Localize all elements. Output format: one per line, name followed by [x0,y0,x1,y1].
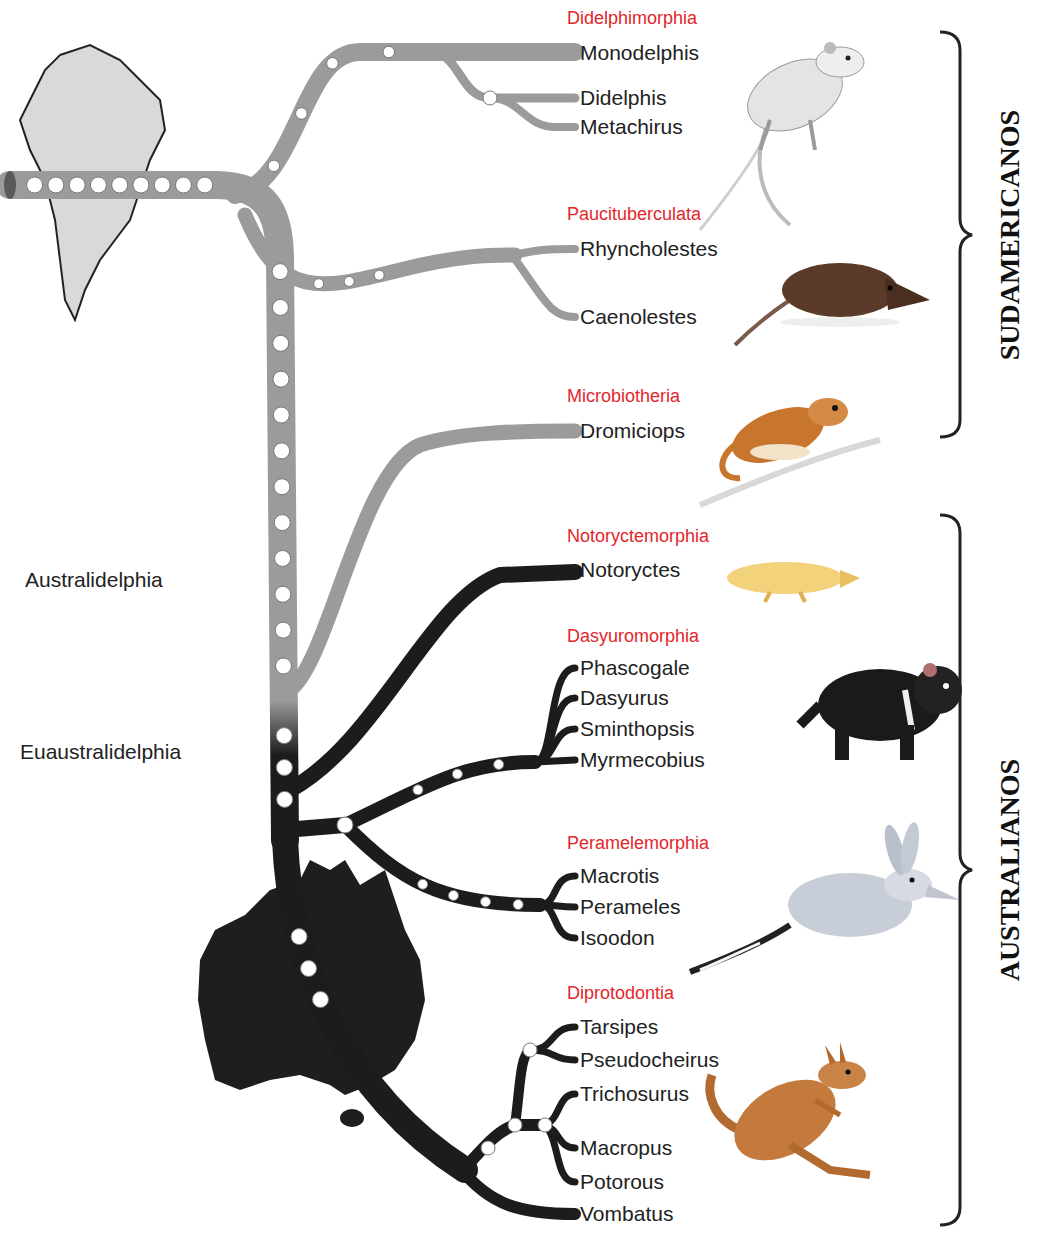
synapomorphy-dot [327,58,339,70]
genus-label: Vombatus [580,1202,673,1226]
synapomorphy-dot [448,890,458,900]
synapomorphy-dot [291,929,307,945]
opossum-illustration [700,42,864,230]
synapomorphy-dot [275,622,291,638]
bilby-illustration [690,821,960,972]
monito-del-monte-illustration [700,396,880,505]
synapomorphy-dot [513,900,523,910]
shrew-opossum-illustration [735,263,930,345]
order-label: Diprotodontia [567,983,674,1004]
synapomorphy-dot [27,177,43,193]
synapomorphy-dot [296,108,308,120]
synapomorphy-dot [276,760,292,776]
synapomorphy-dot [374,270,384,280]
genus-label: Myrmecobius [580,748,705,772]
synapomorphy-dot [175,177,191,193]
synapomorphy-dot [481,897,491,907]
genus-label: Pseudocheirus [580,1048,719,1072]
synapomorphy-dot [48,177,64,193]
genus-label: Isoodon [580,926,655,950]
synapomorphy-dot [344,276,354,286]
synapomorphy-dot [90,177,106,193]
synapomorphy-dot [268,160,280,172]
clade-label: Euaustralidelphia [20,740,181,764]
synapomorphy-dot [452,769,462,779]
kangaroo-illustration [710,1042,870,1177]
synapomorphy-dot [273,335,289,351]
order-label: Peramelemorphia [567,833,709,854]
synapomorphy-dot [276,658,292,674]
synapomorphy-dot [272,264,288,280]
order-label: Dasyuromorphia [567,626,699,647]
synapomorphy-dot [301,960,317,976]
genus-label: Metachirus [580,115,683,139]
group-label: AUSTRALIANOS [994,759,1026,982]
clade-label: Australidelphia [25,568,163,592]
genus-label: Monodelphis [580,41,699,65]
genus-label: Tarsipes [580,1015,658,1039]
synapomorphy-dots [27,46,552,1155]
synapomorphy-dot [314,279,324,289]
south-america-map [20,45,165,320]
order-label: Paucituberculata [567,204,701,225]
synapomorphy-dot [418,879,428,889]
genus-label: Potorous [580,1170,664,1194]
genus-label: Macropus [580,1136,672,1160]
synapomorphy-dot [274,515,290,531]
tree-branches [4,52,575,1214]
genus-label: Dromiciops [580,419,685,443]
synapomorphy-dot [274,443,290,459]
tasmanian-devil-illustration [800,663,962,760]
tasmania-map [340,1109,364,1127]
synapomorphy-dot [312,992,328,1008]
group-label: SUDAMERICANOS [994,110,1026,360]
genus-label: Dasyurus [580,686,669,710]
synapomorphy-dot [413,785,423,795]
synapomorphy-dot [275,586,291,602]
synapomorphy-dot [112,177,128,193]
synapomorphy-dot [154,177,170,193]
genus-label: Trichosurus [580,1082,689,1106]
genus-label: Rhyncholestes [580,237,718,261]
genus-label: Macrotis [580,864,659,888]
synapomorphy-dot [494,759,504,769]
synapomorphy-dot [274,479,290,495]
genus-label: Notoryctes [580,558,680,582]
synapomorphy-dot [275,550,291,566]
order-label: Didelphimorphia [567,8,697,29]
genus-label: Perameles [580,895,680,919]
synapomorphy-dot [383,46,395,58]
group-bracket [940,32,972,437]
genus-label: Sminthopsis [580,717,694,741]
genus-label: Didelphis [580,86,666,110]
genus-label: Phascogale [580,656,690,680]
synapomorphy-dot [273,371,289,387]
synapomorphy-dot [197,177,213,193]
synapomorphy-dot [277,791,293,807]
synapomorphy-dot [273,407,289,423]
group-bracket [940,515,972,1225]
order-label: Microbiotheria [567,386,680,407]
synapomorphy-dot [69,177,85,193]
synapomorphy-dot [276,728,292,744]
genus-label: Caenolestes [580,305,697,329]
order-label: Notoryctemorphia [567,526,709,547]
marsupial-mole-illustration [727,562,860,602]
synapomorphy-dot [133,177,149,193]
synapomorphy-dot [272,299,288,315]
